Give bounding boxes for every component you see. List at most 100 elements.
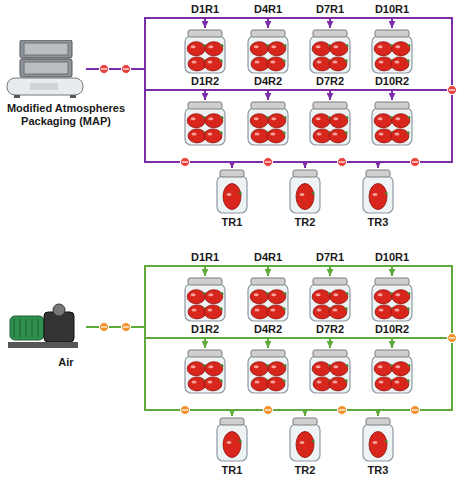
illustration xyxy=(288,416,322,462)
illustration xyxy=(183,28,227,74)
illustration xyxy=(288,168,322,214)
storage-jar: D7R2 xyxy=(308,348,352,394)
valve xyxy=(122,323,131,332)
illustration xyxy=(308,276,352,322)
illustration xyxy=(361,168,395,214)
valve xyxy=(181,158,190,167)
jar-label: D4R1 xyxy=(254,251,282,264)
valve xyxy=(100,323,109,332)
gas-line xyxy=(86,266,392,327)
illustration xyxy=(246,348,290,394)
gas-line xyxy=(86,327,378,416)
illustration xyxy=(361,416,395,462)
storage-jar: D1R2 xyxy=(183,348,227,394)
storage-jar: D10R2 xyxy=(370,100,414,146)
storage-jar: D4R2 xyxy=(246,100,290,146)
illustration xyxy=(370,100,414,146)
jar-label: TR1 xyxy=(222,216,243,229)
illustration xyxy=(215,168,249,214)
gas-line xyxy=(86,69,378,168)
storage-jar: D4R1 xyxy=(246,276,290,322)
gas-line xyxy=(86,18,268,69)
jar-label: D1R1 xyxy=(191,3,219,16)
storage-jar: D10R1 xyxy=(370,28,414,74)
illustration xyxy=(183,276,227,322)
storage-jar: D1R1 xyxy=(183,28,227,74)
illustration xyxy=(370,348,414,394)
gas-line xyxy=(86,69,330,100)
illustration xyxy=(183,100,227,146)
valve xyxy=(181,406,190,415)
gas-line xyxy=(86,69,268,100)
storage-jar: D10R1 xyxy=(370,276,414,322)
gas-line xyxy=(86,69,305,168)
storage-jar: D7R1 xyxy=(308,28,352,74)
illustration xyxy=(246,100,290,146)
jar-label: D1R1 xyxy=(191,251,219,264)
illustration xyxy=(308,348,352,394)
storage-jar: TR3 xyxy=(361,416,395,462)
valve xyxy=(264,406,273,415)
gas-line xyxy=(86,327,392,348)
storage-jar: D4R2 xyxy=(246,348,290,394)
jar-label: TR1 xyxy=(222,464,243,477)
map-machine: Modified Atmospheres Packaging (MAP) xyxy=(4,40,86,98)
storage-jar: TR1 xyxy=(215,416,249,462)
valve xyxy=(448,334,457,343)
storage-jar: D4R1 xyxy=(246,28,290,74)
storage-jar: D1R1 xyxy=(183,276,227,322)
gas-line xyxy=(86,266,330,327)
illustration xyxy=(4,302,86,352)
storage-jar: TR3 xyxy=(361,168,395,214)
illustration xyxy=(308,28,352,74)
gas-line xyxy=(86,327,305,416)
valve xyxy=(122,65,131,74)
jar-label: D10R2 xyxy=(375,323,409,336)
gas-line xyxy=(86,69,392,100)
valve xyxy=(411,158,420,167)
illustration xyxy=(183,348,227,394)
jar-label: TR3 xyxy=(368,464,389,477)
jar-label: D7R1 xyxy=(316,251,344,264)
storage-jar: D1R2 xyxy=(183,100,227,146)
gas-line xyxy=(86,266,268,327)
jar-label: D10R1 xyxy=(375,251,409,264)
jar-label: D4R1 xyxy=(254,3,282,16)
jar-label: D7R2 xyxy=(316,75,344,88)
jar-label: D7R2 xyxy=(316,323,344,336)
jar-label: TR2 xyxy=(295,464,316,477)
source-label: Modified Atmospheres Packaging (MAP) xyxy=(0,102,132,128)
illustration xyxy=(215,416,249,462)
valve xyxy=(411,406,420,415)
gas-line xyxy=(86,18,330,69)
air-pump: Air xyxy=(4,302,86,352)
jar-label: D1R2 xyxy=(191,75,219,88)
storage-jar: D7R1 xyxy=(308,276,352,322)
valve xyxy=(448,86,457,95)
storage-jar: TR2 xyxy=(288,416,322,462)
illustration xyxy=(246,276,290,322)
jar-label: D4R2 xyxy=(254,75,282,88)
jar-label: D10R2 xyxy=(375,75,409,88)
source-label: Air xyxy=(0,356,132,369)
valve xyxy=(100,65,109,74)
illustration xyxy=(246,28,290,74)
jar-label: D4R2 xyxy=(254,323,282,336)
valve xyxy=(338,158,347,167)
storage-jar: TR2 xyxy=(288,168,322,214)
storage-jar: TR1 xyxy=(215,168,249,214)
valve xyxy=(338,406,347,415)
storage-jar: D10R2 xyxy=(370,348,414,394)
valve xyxy=(264,158,273,167)
jar-label: D7R1 xyxy=(316,3,344,16)
jar-label: TR2 xyxy=(295,216,316,229)
gas-line xyxy=(86,327,232,416)
illustration xyxy=(370,276,414,322)
storage-jar: D7R2 xyxy=(308,100,352,146)
illustration xyxy=(370,28,414,74)
jar-label: D10R1 xyxy=(375,3,409,16)
jar-label: TR3 xyxy=(368,216,389,229)
illustration xyxy=(308,100,352,146)
jar-label: D1R2 xyxy=(191,323,219,336)
